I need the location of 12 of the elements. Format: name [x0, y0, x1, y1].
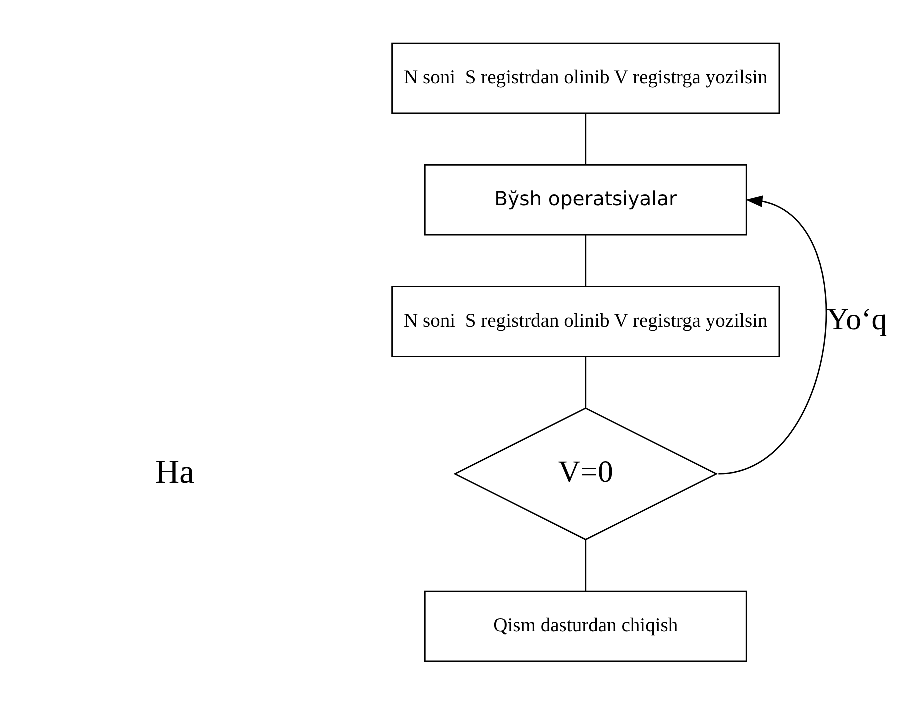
- connector: [585, 540, 587, 591]
- connector: [585, 234, 587, 286]
- node-box: Bўsh operatsiyalar: [424, 164, 748, 236]
- connector: [585, 356, 587, 408]
- node-box: N soni S registrdan olinib V registrga yozilsin: [392, 286, 780, 357]
- node-box: Qism dasturdan chiqish: [424, 590, 748, 662]
- connector: [585, 113, 587, 164]
- label: Ha: [155, 453, 194, 490]
- arrow: [718, 195, 828, 474]
- node-diamond: V=0: [454, 407, 718, 540]
- node-box: N soni S registrdan olinib V registrga yozilsin: [392, 42, 780, 114]
- edge-label: Yo‘q: [826, 302, 888, 336]
